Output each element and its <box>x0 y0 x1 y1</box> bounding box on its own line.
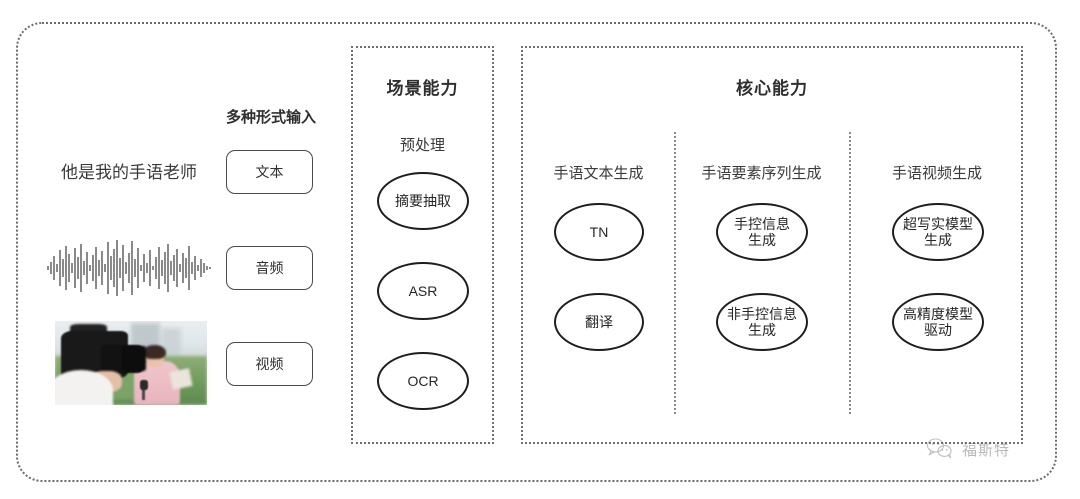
node-hyperrealistic-model-generation[interactable]: 超写实模型生成 <box>892 203 984 261</box>
node-label: OCR <box>407 372 439 389</box>
node-tn[interactable]: TN <box>554 203 644 261</box>
modality-box-video[interactable]: 视频 <box>226 342 313 386</box>
wechat-icon <box>926 438 952 459</box>
node-asr[interactable]: ASR <box>377 262 469 320</box>
outer-frame <box>16 22 1057 482</box>
modality-box-audio[interactable]: 音频 <box>226 246 313 290</box>
scene-panel-title: 场景能力 <box>386 79 459 98</box>
input-section-header: 多种形式输入 <box>225 109 316 126</box>
scene-capability-panel: 场景能力 预处理 摘要抽取 ASR OCR <box>351 46 494 444</box>
node-manual-feature-generation[interactable]: 手控信息生成 <box>716 203 808 261</box>
node-label: 高精度模型驱动 <box>903 305 973 338</box>
node-label: ASR <box>408 282 438 299</box>
scene-panel-subtitle: 预处理 <box>399 137 445 154</box>
node-label: 翻译 <box>585 313 613 330</box>
core-divider-1 <box>674 132 676 414</box>
node-summary-extraction[interactable]: 摘要抽取 <box>377 172 469 230</box>
core-column-header-video-generation: 手语视频生成 <box>891 165 982 182</box>
node-label: TN <box>589 223 609 240</box>
core-column-header-element-sequence: 手语要素序列生成 <box>701 165 822 182</box>
core-panel-title: 核心能力 <box>736 79 808 98</box>
node-label: 摘要抽取 <box>395 192 451 209</box>
node-label: 手控信息生成 <box>734 215 790 248</box>
modality-label-video: 视频 <box>255 356 284 372</box>
modality-label-text: 文本 <box>255 164 284 180</box>
watermark: 福斯特 <box>925 437 1010 461</box>
modality-label-audio: 音频 <box>255 260 284 276</box>
audio-waveform-icon <box>47 240 211 296</box>
core-divider-2 <box>849 132 851 414</box>
node-translation[interactable]: 翻译 <box>554 293 644 351</box>
node-label: 非手控信息生成 <box>727 305 797 338</box>
node-nonmanual-feature-generation[interactable]: 非手控信息生成 <box>716 293 808 351</box>
node-high-precision-model-driving[interactable]: 高精度模型驱动 <box>892 293 984 351</box>
modality-box-text[interactable]: 文本 <box>226 150 313 194</box>
sample-sentence-text: 他是我的手语老师 <box>61 163 197 182</box>
node-label: 超写实模型生成 <box>903 215 973 248</box>
core-column-header-text-generation: 手语文本生成 <box>553 165 644 182</box>
node-ocr[interactable]: OCR <box>377 352 469 410</box>
video-thumbnail <box>55 321 207 405</box>
core-capability-panel: 核心能力 手语文本生成 手语要素序列生成 手语视频生成 TN 翻译 手控信息生成… <box>521 46 1023 444</box>
watermark-text: 福斯特 <box>962 441 1011 459</box>
